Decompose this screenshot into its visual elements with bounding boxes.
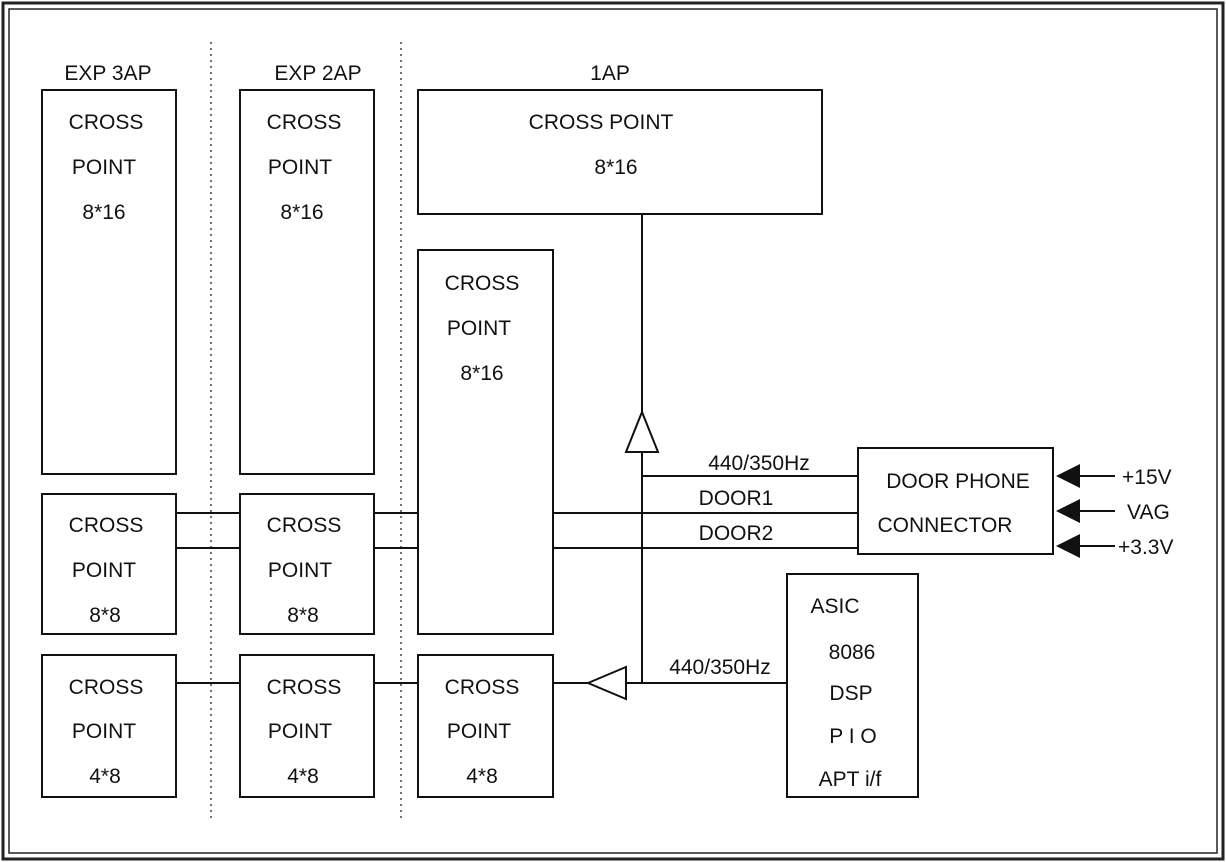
asic-block	[786, 573, 919, 798]
1ap-cp48-line1: CROSS	[445, 676, 520, 699]
power-labels: +15V VAG +3.3V	[1118, 466, 1173, 559]
exp3-cp48-line3: 4*8	[89, 765, 121, 788]
asic-line1: ASIC	[810, 595, 859, 618]
door-phone-connector	[857, 447, 1054, 555]
exp3-cp88-line2: POINT	[72, 559, 136, 582]
block-labels: CROSS POINT 8*16 CROSS POINT 8*16 CROSS …	[69, 111, 1030, 791]
1ap-crosspoint-8x16-tall	[417, 249, 554, 635]
power-arrows	[1056, 464, 1080, 558]
1ap-cp816-top-line1: CROSS POINT	[529, 111, 674, 134]
signal-door2: DOOR2	[699, 522, 774, 545]
signal-labels: 440/350Hz DOOR1 DOOR2 440/350Hz	[669, 452, 810, 679]
exp2-cp816-line2: POINT	[268, 156, 332, 179]
asic-line2: 8086	[829, 641, 876, 664]
arrow-15v-icon	[1056, 464, 1080, 488]
1ap-cp816-tall-line1: CROSS	[445, 272, 520, 295]
exp3-cp816-line3: 8*16	[82, 201, 125, 224]
exp2-cp88-line1: CROSS	[267, 514, 342, 537]
1ap-cp816-tall-line3: 8*16	[460, 362, 503, 385]
exp2-cp48-line3: 4*8	[287, 765, 319, 788]
power-label-33v: +3.3V	[1118, 536, 1173, 559]
column-header-1ap: 1AP	[590, 62, 630, 85]
exp2-cp816-line3: 8*16	[280, 201, 323, 224]
signal-tone-top: 440/350Hz	[708, 452, 810, 475]
exp2-crosspoint-4x8	[239, 654, 375, 798]
buffer-left-triangle	[585, 665, 627, 701]
exp2-crosspoint-8x8	[239, 493, 375, 635]
exp3-crosspoint-8x8	[41, 493, 177, 635]
power-label-15v: +15V	[1122, 466, 1172, 489]
exp2-cp48-line1: CROSS	[267, 676, 342, 699]
1ap-cp48-line2: POINT	[447, 720, 511, 743]
blocks	[41, 89, 1054, 798]
exp3-cp88-line1: CROSS	[69, 514, 144, 537]
exp3-cp88-line3: 8*8	[89, 604, 121, 627]
exp3-crosspoint-8x16	[41, 89, 177, 475]
exp3-cp816-line2: POINT	[72, 156, 136, 179]
exp2-cp816-line1: CROSS	[267, 111, 342, 134]
exp3-cp48-line2: POINT	[72, 720, 136, 743]
door-phone-line1: DOOR PHONE	[886, 470, 1030, 493]
asic-line4: P I O	[829, 725, 876, 748]
arrow-vag-icon	[1056, 499, 1080, 523]
asic-line3: DSP	[829, 682, 872, 705]
1ap-cp816-tall-line2: POINT	[447, 317, 511, 340]
exp2-cp88-line3: 8*8	[287, 604, 319, 627]
exp2-cp88-line2: POINT	[268, 559, 332, 582]
exp2-cp48-line2: POINT	[268, 720, 332, 743]
1ap-crosspoint-8x16-top	[417, 89, 823, 215]
inner-frame	[8, 8, 1218, 854]
signal-tone-bottom: 440/350Hz	[669, 656, 771, 679]
exp3-cp48-line1: CROSS	[69, 676, 144, 699]
column-header-exp2ap: EXP 2AP	[274, 62, 361, 85]
column-header-exp3ap: EXP 3AP	[64, 62, 151, 85]
exp2-crosspoint-8x16	[239, 89, 375, 475]
asic-line5: APT i/f	[819, 768, 882, 791]
1ap-cp48-line3: 4*8	[466, 765, 498, 788]
exp3-cp816-line1: CROSS	[69, 111, 144, 134]
1ap-cp816-top-line2: 8*16	[594, 156, 637, 179]
exp3-crosspoint-4x8	[41, 654, 177, 798]
door-phone-line2: CONNECTOR	[878, 514, 1013, 537]
buffer-up-triangle	[624, 409, 660, 453]
power-label-vag: VAG	[1127, 501, 1170, 524]
arrow-33v-icon	[1056, 534, 1080, 558]
signal-door1: DOOR1	[699, 487, 774, 510]
1ap-crosspoint-4x8	[417, 654, 554, 798]
